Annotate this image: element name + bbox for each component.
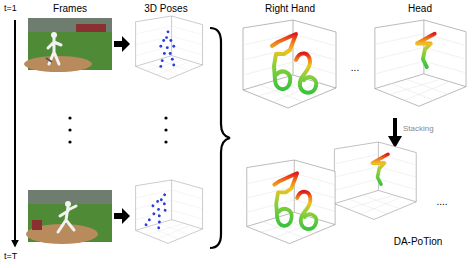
pose-plot — [136, 180, 203, 243]
output-label: DA-PoTion — [394, 236, 443, 247]
video-frame — [24, 18, 112, 72]
illustration-part — [68, 140, 71, 143]
illustration-part — [28, 18, 112, 32]
column-heading: 3D Poses — [144, 3, 187, 14]
illustration-part — [164, 128, 167, 131]
illustration-part — [68, 128, 71, 131]
ellipsis-dots — [68, 116, 167, 143]
illustration-part — [58, 206, 76, 232]
illustration-part — [247, 160, 335, 244]
illustration-part — [417, 34, 435, 67]
illustration-part — [243, 20, 336, 108]
time-arrow — [15, 20, 16, 246]
illustration-part — [136, 180, 203, 243]
illustration-part — [274, 173, 316, 229]
illustration-part — [32, 220, 42, 230]
illustration-part — [114, 36, 130, 52]
stacking-arrow — [388, 118, 402, 148]
illustration-part — [68, 116, 71, 119]
pose-plot — [136, 16, 203, 79]
column-heading: Right Hand — [265, 3, 315, 14]
illustration-part — [144, 190, 172, 231]
illustration-part — [164, 116, 167, 119]
curly-brace — [210, 28, 230, 248]
illustration-part — [375, 20, 466, 106]
pose-arrow — [114, 36, 130, 224]
step-label: Stacking — [403, 125, 434, 134]
illustration-part — [46, 58, 52, 62]
illustration-part — [159, 30, 175, 67]
video-frame — [26, 190, 112, 244]
trajectory-plot — [375, 20, 466, 106]
illustration-part — [136, 16, 203, 79]
illustration-part — [76, 24, 106, 32]
ellipsis: ... — [351, 62, 359, 73]
illustration-part — [210, 28, 230, 248]
illustration-part — [393, 118, 397, 138]
column-heading: Head — [408, 3, 432, 14]
stacked-plot — [334, 142, 416, 219]
time-label: t=1 — [4, 4, 17, 14]
illustration-part — [164, 140, 167, 143]
time-label: t=T — [4, 252, 17, 262]
illustration-part — [272, 34, 316, 93]
illustration-part — [14, 20, 16, 246]
stacked-plot — [247, 160, 335, 244]
illustration-part — [334, 142, 416, 219]
illustration-part — [372, 154, 388, 184]
ellipsis: .... — [436, 196, 447, 207]
column-heading: Frames — [53, 3, 87, 14]
trajectory-plot — [243, 20, 336, 108]
illustration-part — [114, 208, 130, 224]
